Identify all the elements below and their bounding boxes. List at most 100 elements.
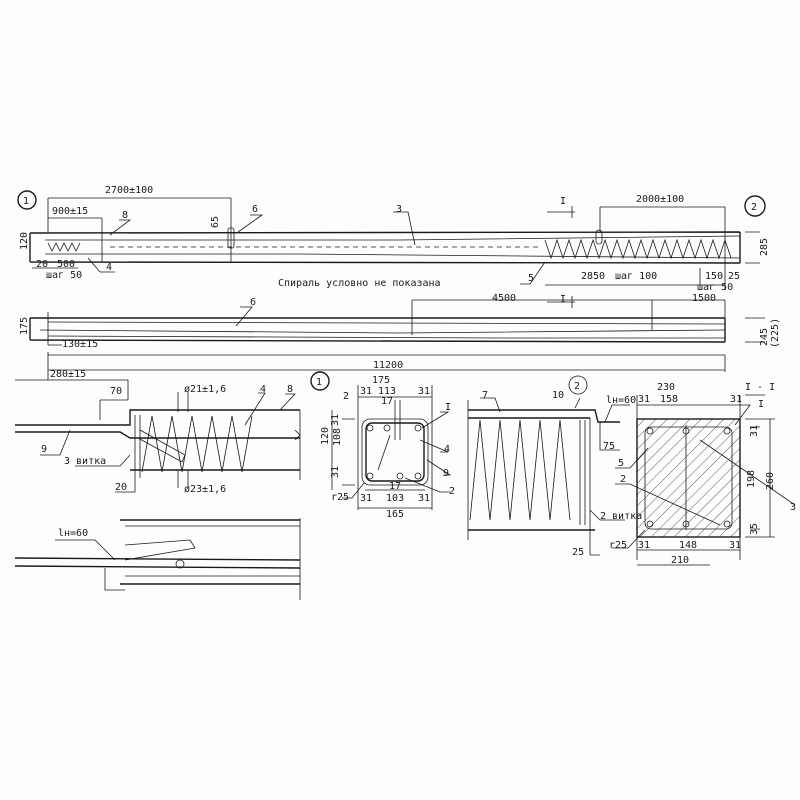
dimension-label-s1-pos4: 4 [444,444,450,455]
callout-c1-section: 1 [316,377,322,388]
dimension-label-s1-pos2b: 2 [449,486,455,497]
dimension-label-d1-phi23: ø23±1,6 [184,484,226,495]
dimension-label-s1-120: 120 [320,427,331,445]
dimension-label-dim-65: 65 [210,216,221,228]
dimension-label-ss-148: 148 [679,540,697,551]
section-I-I [612,394,796,566]
dimension-label-ss-pos3: 3 [790,502,796,513]
dimension-label-ss-title: I - I [745,382,775,393]
callout-c2-detail: 2 [574,381,580,392]
dimension-label-ss-r25: r25 [609,540,627,551]
dimension-label-s1-r25: r25 [331,492,349,503]
dimension-label-s1-31f: 31 [418,493,430,504]
dimension-label-s1-31c: 31 [330,414,341,426]
section-1 [331,385,452,510]
dimension-label-step-50-right: шаг 50 [697,282,733,293]
dimension-label-sec-mark-bottom: I [560,294,566,305]
dimension-label-ss-31c: 31 [749,425,760,437]
dimension-label-d2-lap: lн=60 [606,395,636,406]
dimension-label-len-2000: 2000±100 [636,194,684,205]
dimension-label-d2-pos7: 7 [482,390,488,401]
dimension-label-ss-230: 230 [657,382,675,393]
dimension-label-dim-500: 500 [57,259,75,270]
dimension-label-len-130: 130±15 [62,339,98,350]
beam-elevation [29,197,760,308]
dimension-label-dim-25-top: 25 [728,271,740,282]
dimension-label-step-50-left: шаг 50 [46,270,82,281]
dimension-label-ss-pos2: 2 [620,474,626,485]
dimension-label-len-1500: 1500 [692,293,716,304]
dimension-label-pos-3-top: 3 [396,204,402,215]
dimension-label-s1-31a: 31 [360,386,372,397]
dimension-label-pos-4-top: 4 [106,262,112,273]
dimension-label-w-245: 245 [759,328,770,346]
dimension-label-s1-175: 175 [372,375,390,386]
dimension-label-len-280: 280±15 [50,369,86,380]
dimension-label-len-4500: 4500 [492,293,516,304]
detail-2-end [467,375,630,556]
dimension-label-step-100: шаг 100 [615,271,657,282]
dimension-label-s1-17b: 17 [389,481,401,492]
dimension-label-h-285: 285 [759,238,770,256]
dimension-label-d2-75: 75 [603,441,615,452]
dimension-label-pos-5-top: 5 [528,273,534,284]
callout-circle-1-top [17,190,37,210]
dimension-label-ss-210: 210 [671,555,689,566]
dimension-label-len-2700: 2700±100 [105,185,153,196]
dimension-label-s1-31b: 31 [418,386,430,397]
dimension-label-ss-198: 198 [746,470,757,488]
dimension-label-s1-17a: 17 [381,396,393,407]
dimension-label-ss-31b: 31 [730,394,742,405]
dimension-label-w-175-plan: 175 [19,317,30,335]
dimension-label-ss-260: 260 [765,472,776,490]
dimension-label-len-900: 900±15 [52,206,88,217]
callout-c2-top: 2 [751,202,757,213]
dimension-label-s1-31d: 31 [330,466,341,478]
dimension-label-ss-158: 158 [660,394,678,405]
callout-circle-1-section [310,371,330,391]
dimension-label-ss-31a: 31 [638,394,650,405]
dimension-label-pos-6-plan: 6 [250,297,256,308]
dimension-label-ss-31d: 31 [638,540,650,551]
dimension-label-d1-lap: lн=60 [58,528,88,539]
dimension-label-s1-pos9: 9 [443,468,449,479]
dimension-label-d1-pos8: 8 [287,384,293,395]
dimension-label-d2-pos10: 10 [552,390,564,401]
dimension-label-d1-20: 20 [115,482,127,493]
dimension-label-s1-113: 113 [378,386,396,397]
dimension-label-ss-pos5: 5 [618,458,624,469]
dimension-label-ss-posI: I [758,399,764,410]
dimension-label-ss-31e: 31 [729,540,741,551]
dimension-label-d1-pos9: 9 [41,444,47,455]
dimension-label-h-120: 120 [19,232,30,250]
dimension-label-pos-8-top: 8 [122,210,128,221]
dimension-label-s1-103: 103 [386,493,404,504]
dimension-label-d1-pos4: 4 [260,384,266,395]
beam-plan [29,299,765,380]
callout-c1-top: 1 [23,196,29,207]
dimension-label-d2-turns: 2 витка [600,511,642,522]
dimension-label-len-2850: 2850 [581,271,605,282]
dimension-label-dim-20: 20 [36,259,48,270]
dimension-label-dim-150: 150 [705,271,723,282]
dimension-label-s1-31e: 31 [360,493,372,504]
dimension-label-s1-165: 165 [386,509,404,520]
dimension-label-d1-phi21: ø21±1,6 [184,384,226,395]
dimension-label-d2-25: 25 [572,547,584,558]
dimension-label-s1-pos2a: 2 [343,391,349,402]
dimension-label-s1-posI: I [445,402,451,413]
dimension-label-title-note: Спираль условно не показана [278,278,441,289]
dimension-label-ss-35: 35 [749,523,760,535]
dimension-label-d1-70: 70 [110,386,122,397]
dimension-label-s1-108: 108 [332,428,343,446]
callout-circle-2-top [744,195,766,217]
dimension-label-sec-mark-top: I [560,196,566,207]
detail-1-lap [14,518,301,600]
dimension-label-len-11200: 11200 [373,360,403,371]
dimension-label-pos-6-top: 6 [252,204,258,215]
detail-1-end [15,379,301,493]
dimension-label-d1-turns: 3 витка [64,456,106,467]
